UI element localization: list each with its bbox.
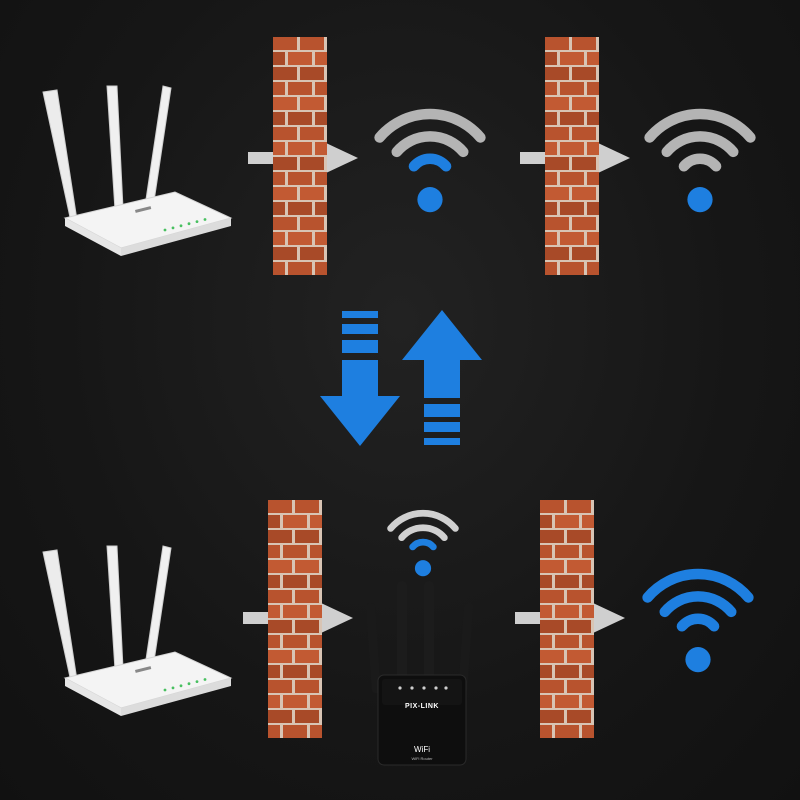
extender-subtitle: WiFi Router bbox=[411, 756, 433, 761]
brick-wall-icon bbox=[545, 37, 599, 275]
download-arrow-icon bbox=[315, 308, 405, 448]
wifi-weak-icon bbox=[360, 105, 500, 215]
brick-wall-icon bbox=[273, 37, 327, 275]
wifi-extender-icon: PIX-LINK WiFi WiFi Router bbox=[360, 575, 480, 775]
router-icon bbox=[35, 80, 235, 256]
wifi-weakest-icon bbox=[630, 105, 770, 215]
router-icon bbox=[35, 540, 235, 716]
extender-wifi-mark: WiFi bbox=[414, 745, 430, 754]
wifi-strong-icon bbox=[628, 565, 768, 675]
brick-wall-icon bbox=[540, 500, 594, 738]
brick-wall-icon bbox=[268, 500, 322, 738]
extender-brand-label: PIX-LINK bbox=[405, 703, 439, 710]
wifi-small-icon bbox=[378, 508, 468, 578]
upload-arrow-icon bbox=[397, 308, 487, 453]
